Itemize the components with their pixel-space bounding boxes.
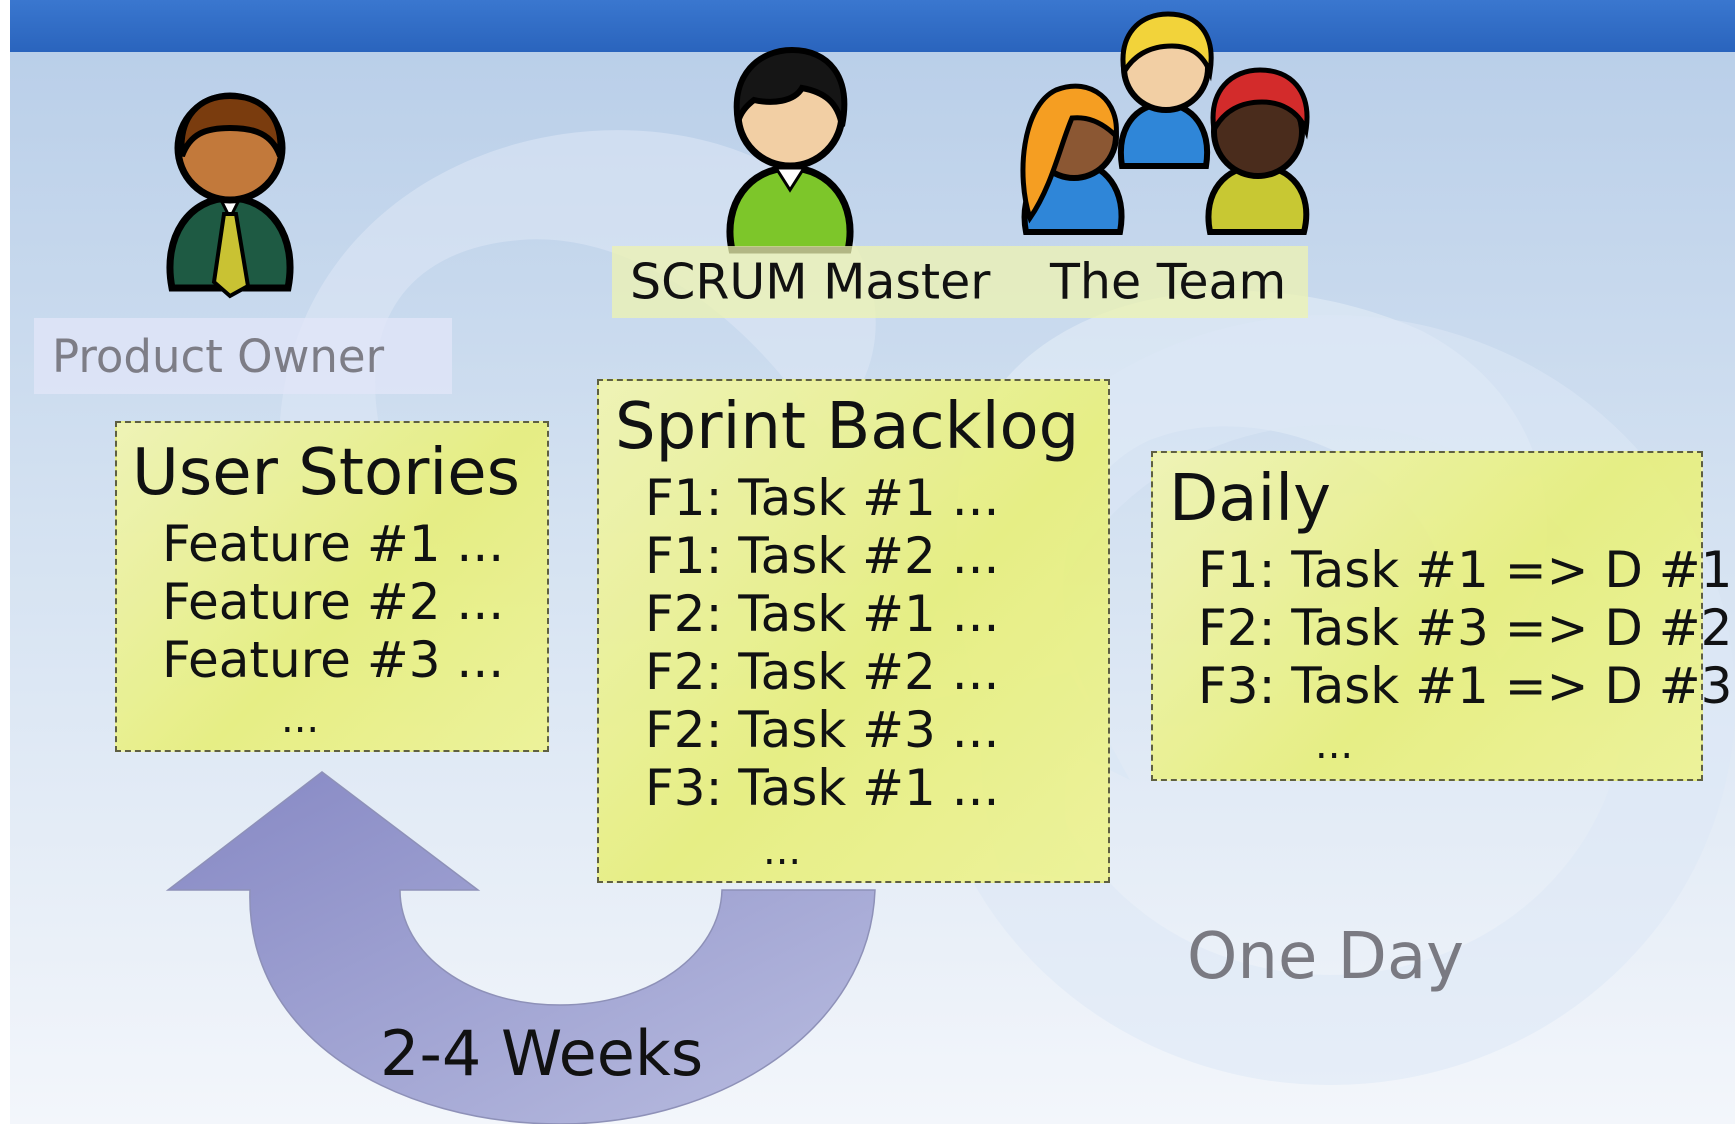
scrum-master-team-label: SCRUM Master The Team xyxy=(612,246,1308,318)
header-bar xyxy=(10,0,1735,52)
sprint-backlog-item: F2: Task #2 ... xyxy=(645,643,1000,701)
team-member-icon xyxy=(1020,11,1310,235)
user-stories-title: User Stories xyxy=(132,436,520,510)
background-ring-left xyxy=(280,130,876,430)
sprint-backlog-item: F2: Task #3 ... xyxy=(645,701,1000,759)
daily-box: Daily F1: Task #1 => D #1 F2: Task #3 =>… xyxy=(1151,451,1733,781)
sprint-backlog-item: F2: Task #1 ... xyxy=(645,585,1000,643)
sprint-backlog-ellipsis: ... xyxy=(763,828,802,874)
sprint-cycle-label: 2-4 Weeks xyxy=(380,1017,704,1090)
user-story-item: Feature #1 ... xyxy=(162,515,505,573)
user-story-item: Feature #3 ... xyxy=(162,631,505,689)
user-story-item: Feature #2 ... xyxy=(162,573,505,631)
daily-title: Daily xyxy=(1169,462,1331,536)
daily-item: F1: Task #1 => D #1 xyxy=(1198,541,1733,599)
sprint-backlog-item: F1: Task #2 ... xyxy=(645,527,1000,585)
product-owner-label: Product Owner xyxy=(34,318,452,394)
scrum-master-label-text: SCRUM Master xyxy=(630,253,991,311)
sprint-cycle-arrow xyxy=(165,771,876,1124)
sprint-backlog-item: F3: Task #1 ... xyxy=(645,759,1000,817)
product-owner-person-icon xyxy=(166,92,294,299)
user-stories-box: User Stories Feature #1 ... Feature #2 .… xyxy=(115,421,549,752)
sprint-backlog-title: Sprint Backlog xyxy=(615,390,1080,464)
sprint-backlog-item: F1: Task #1 ... xyxy=(645,469,1000,527)
left-margin xyxy=(0,0,10,1124)
product-owner-label-text: Product Owner xyxy=(52,329,385,383)
daily-item: F3: Task #1 => D #3 xyxy=(1198,657,1733,715)
daily-cycle-label: One Day xyxy=(1187,920,1465,994)
user-stories-ellipsis: ... xyxy=(281,696,320,742)
team-label-text: The Team xyxy=(1050,253,1287,311)
sprint-backlog-box: Sprint Backlog F1: Task #1 ... F1: Task … xyxy=(597,379,1110,883)
daily-item: F2: Task #3 => D #2 xyxy=(1198,599,1733,657)
scrum-master-person-icon xyxy=(726,46,854,254)
daily-ellipsis: ... xyxy=(1315,722,1354,768)
